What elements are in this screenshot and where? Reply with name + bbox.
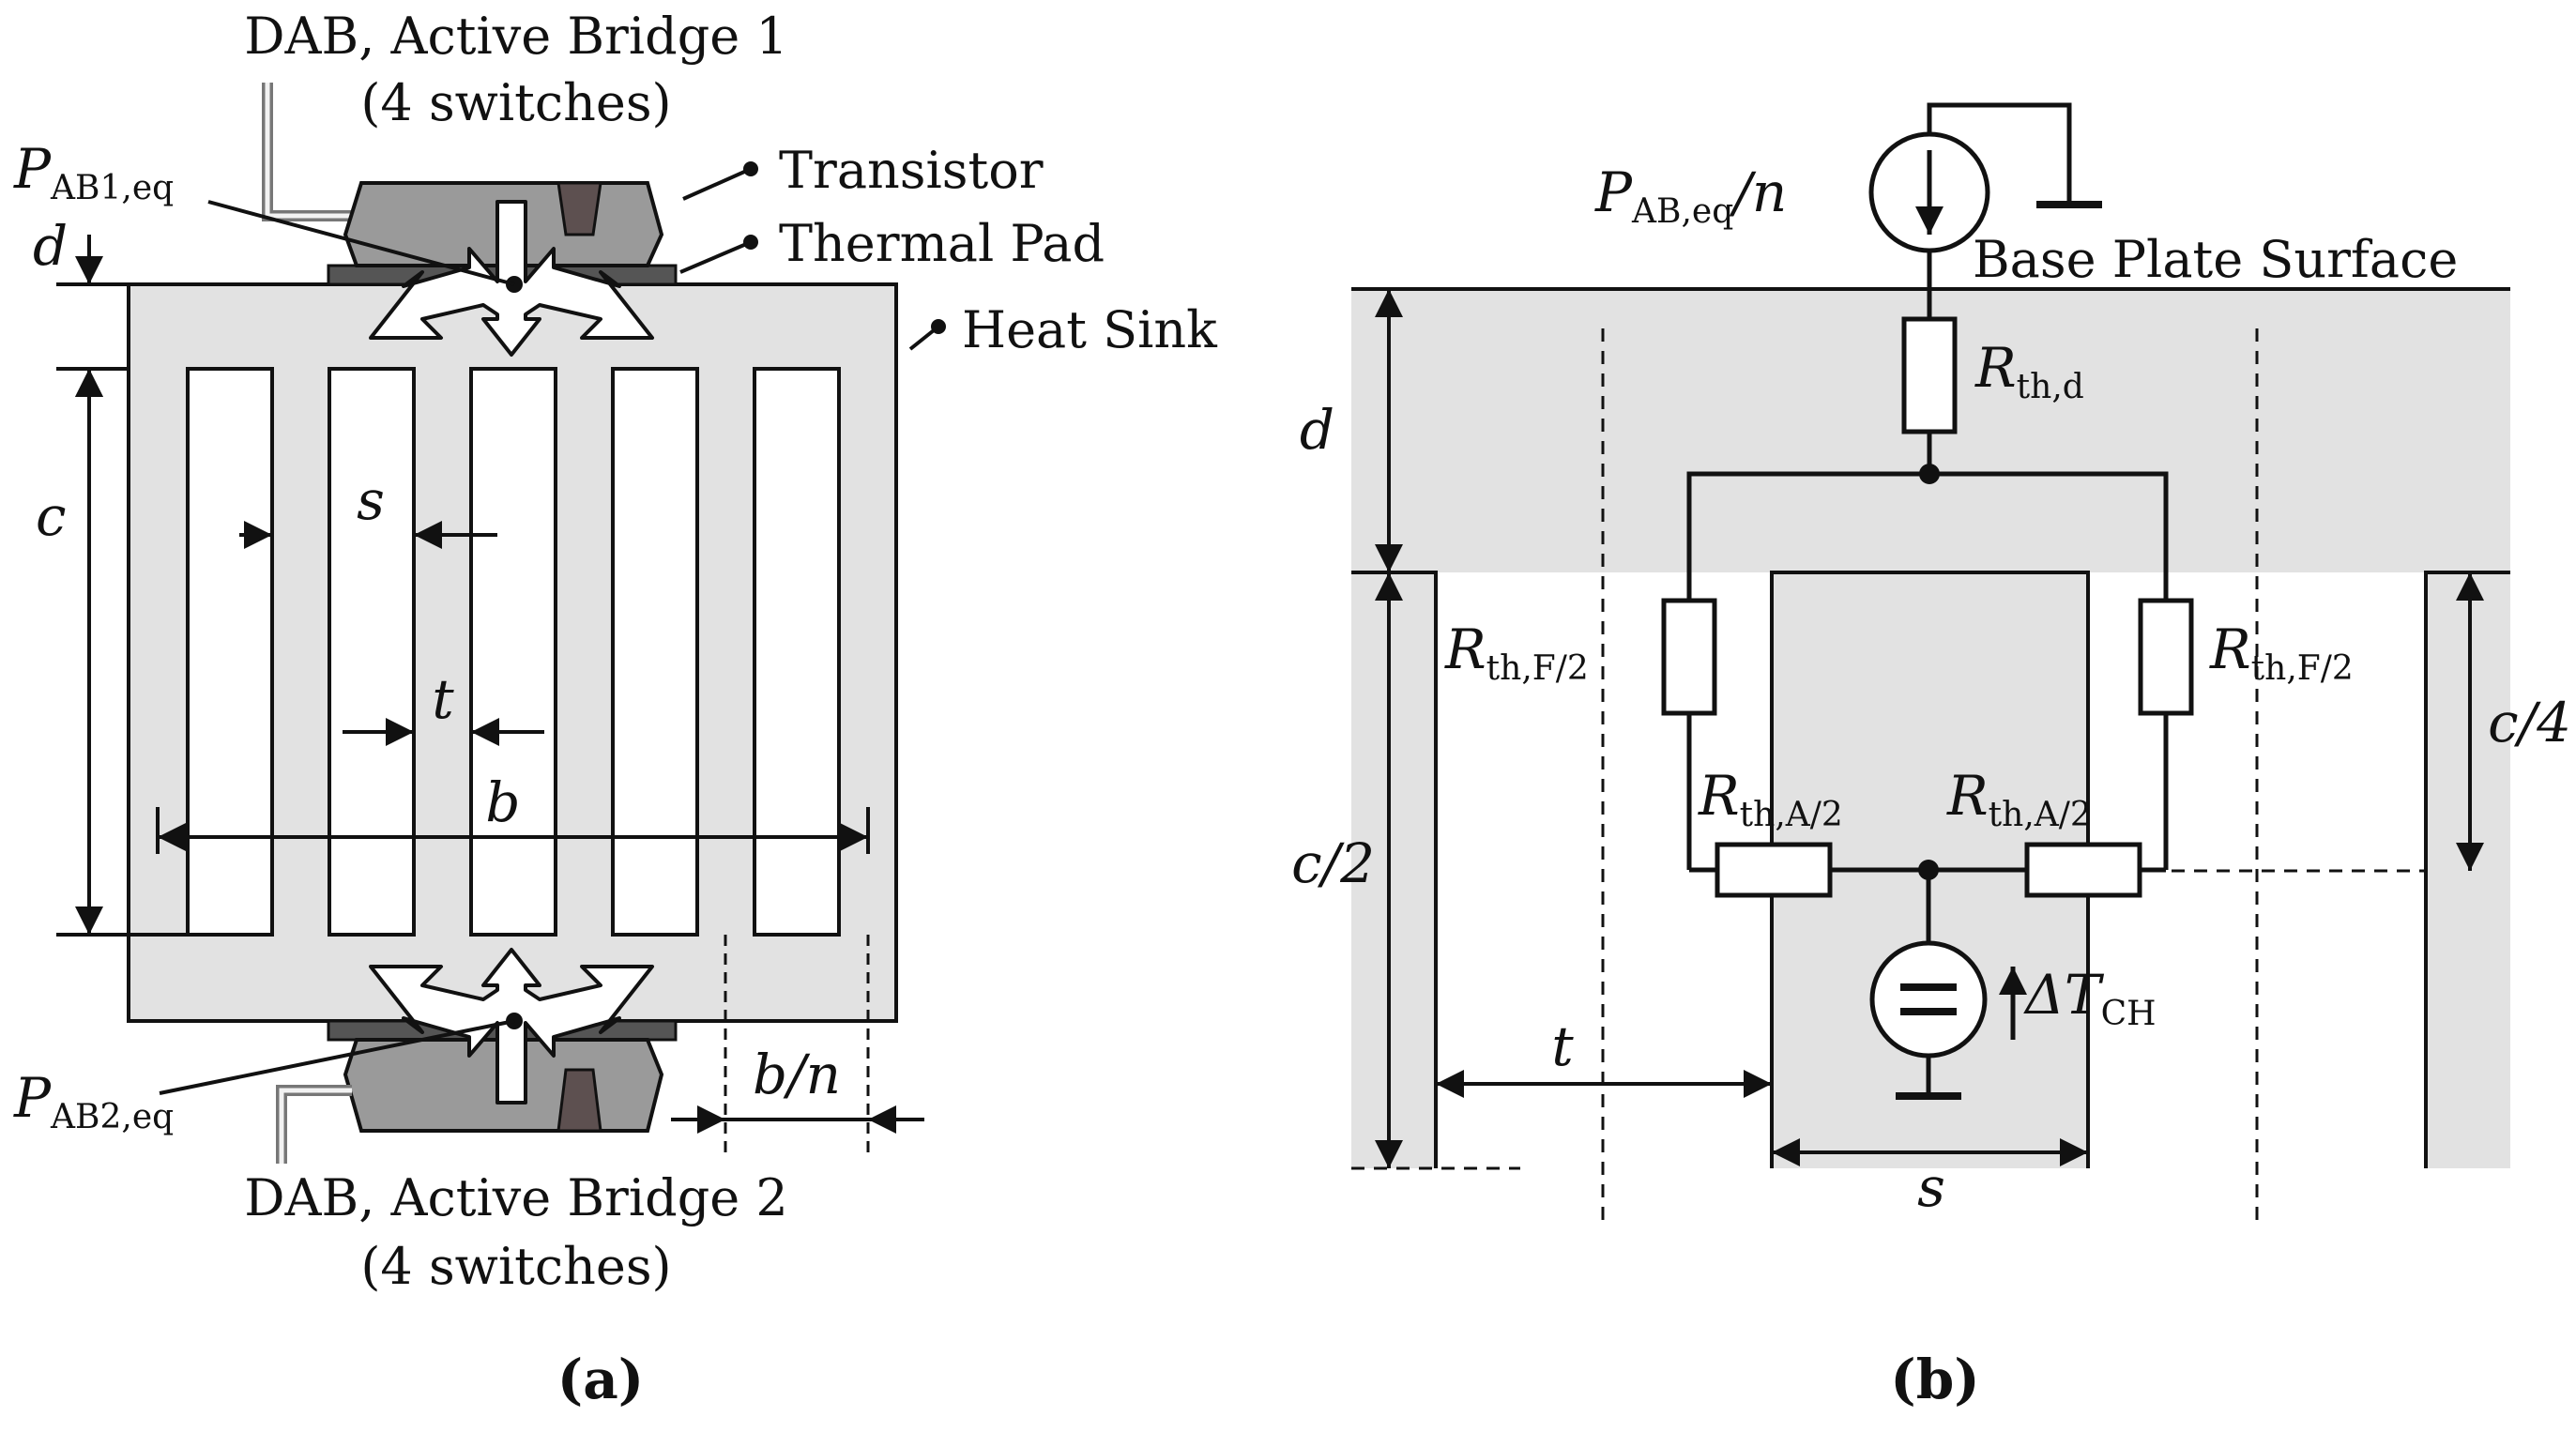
- dim-d-label: d: [33, 214, 68, 278]
- dim-c2-label: c/2: [1291, 831, 1375, 895]
- bottom-lead-wire: [276, 1085, 352, 1164]
- r-th-f-right-label: Rth,F/2: [2209, 617, 2354, 688]
- top-title-line2: (4 switches): [360, 73, 671, 132]
- r-th-f-left-label: Rth,F/2: [1444, 617, 1589, 688]
- dim-bn-label: b/n: [753, 1043, 841, 1106]
- p-ab1-label: PAB1,eq: [13, 137, 174, 207]
- dim-c4-label: c/4: [2488, 691, 2571, 754]
- caption-a: (a): [557, 1348, 644, 1411]
- r-th-a-right-label: Rth,A/2: [1946, 764, 2092, 834]
- dim-t-label: t: [432, 667, 454, 731]
- dim-t-label-b: t: [1551, 1014, 1574, 1078]
- r-th-a-left-label: Rth,A/2: [1698, 764, 1843, 834]
- bottom-title-line2: (4 switches): [360, 1237, 671, 1296]
- resistor-r-th-d: [1901, 316, 1958, 434]
- panel-b: PAB,eq/n Base Plate Surface Rth,d Rth,F/…: [1291, 102, 2571, 1411]
- top-lead-wire: [262, 83, 352, 221]
- resistor-r-th-f-left: [1661, 598, 1717, 716]
- delta-t-label: ΔTCH: [2023, 963, 2157, 1033]
- top-title-line1: DAB, Active Bridge 1: [244, 7, 788, 66]
- legend-heat-sink: Heat Sink: [962, 300, 1218, 359]
- bottom-title-line1: DAB, Active Bridge 2: [244, 1168, 788, 1227]
- resistor-r-th-a-right: [2024, 842, 2142, 898]
- dim-c-label: c: [36, 484, 66, 548]
- caption-b: (b): [1890, 1348, 1979, 1411]
- dim-d-label-b: d: [1300, 398, 1334, 462]
- base-plate-label: Base Plate Surface: [1973, 230, 2458, 289]
- dim-s-label: s: [357, 468, 385, 532]
- p-ab2-label: PAB2,eq: [13, 1066, 174, 1136]
- resistor-r-th-a-left: [1715, 842, 1833, 898]
- dim-b-label: b: [485, 770, 520, 834]
- r-th-d-label: Rth,d: [1974, 336, 2084, 406]
- legend-transistor: Transistor: [779, 141, 1044, 200]
- heat-sink-section: [1351, 289, 2510, 1168]
- dim-s-label-b: s: [1917, 1155, 1945, 1219]
- legend-thermal-pad: Thermal Pad: [779, 214, 1105, 273]
- resistor-r-th-f-right: [2138, 598, 2194, 716]
- temperature-source: [1869, 940, 1988, 1059]
- panel-a: DAB, Active Bridge 1 (4 switches) PAB1,e…: [13, 7, 1218, 1411]
- source-label: PAB,eq/n: [1594, 160, 1787, 231]
